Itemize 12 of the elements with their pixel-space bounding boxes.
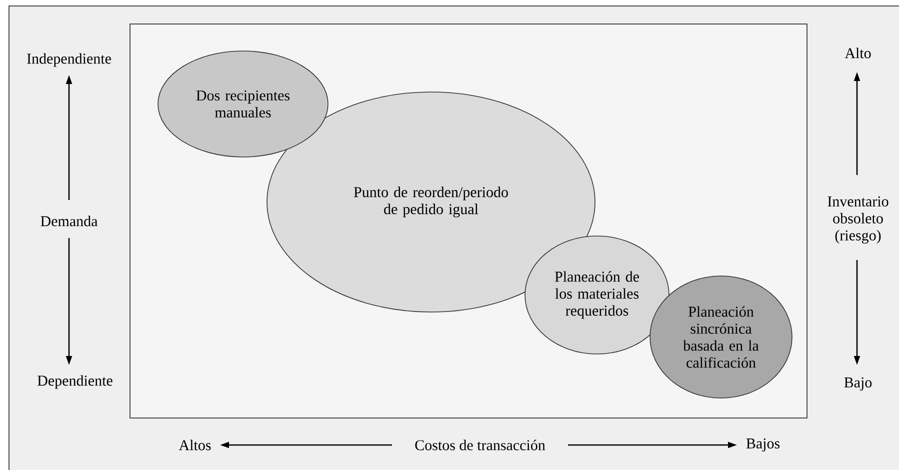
ellipse-node: Planeación de los materiales requeridos: [524, 236, 670, 354]
axis-label: Bajo: [844, 377, 872, 391]
axis-label: Bajos: [746, 438, 780, 452]
ellipse-node: Planeación sincrónica basada en la calificación: [650, 276, 792, 398]
axis-label: Dependiente: [38, 375, 112, 389]
ellipse-node: Dos recipientes manuales: [158, 50, 328, 158]
axis-label: Costos de transacción: [415, 440, 546, 450]
axis-label: Demanda: [40, 216, 98, 226]
axis-label: Alto: [844, 48, 871, 58]
axis-label: Independiente: [27, 53, 111, 67]
axis-label: Altos: [178, 440, 211, 450]
axis-label: Inventario obsoleto (riesgo): [828, 196, 888, 244]
